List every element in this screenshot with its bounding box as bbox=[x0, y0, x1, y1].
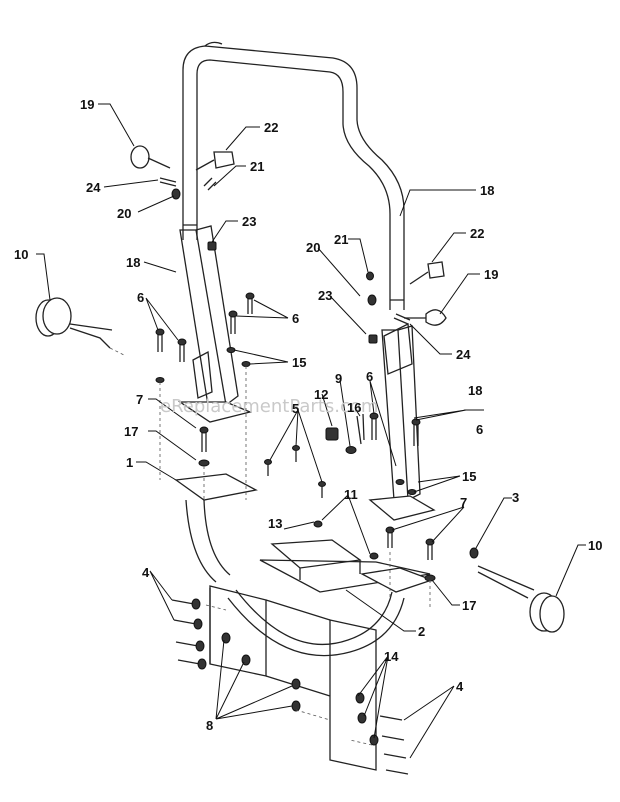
callout-6-right: 6 bbox=[476, 422, 483, 437]
part-11-nuts bbox=[313, 520, 379, 560]
part-24-bolt-left bbox=[159, 177, 177, 187]
callout-9: 9 bbox=[335, 371, 342, 386]
callout-19-right: 19 bbox=[484, 267, 498, 282]
callout-18-left: 18 bbox=[126, 255, 140, 270]
callout-18-right-top: 18 bbox=[480, 183, 494, 198]
callout-19-left: 19 bbox=[80, 97, 94, 112]
callout-14: 14 bbox=[384, 649, 399, 664]
alignment-lines bbox=[159, 366, 431, 746]
callout-23-left: 23 bbox=[242, 214, 256, 229]
callout-8: 8 bbox=[206, 718, 213, 733]
right-upright-post bbox=[368, 322, 436, 521]
callout-15-left: 15 bbox=[292, 355, 306, 370]
callout-21-right: 21 bbox=[334, 232, 348, 247]
callout-11: 11 bbox=[344, 487, 358, 502]
bolts-6-mid bbox=[369, 412, 421, 446]
callout-13: 13 bbox=[268, 516, 282, 531]
callout-15-right: 15 bbox=[462, 469, 476, 484]
part-22-bushing-left bbox=[195, 151, 235, 171]
callout-3: 3 bbox=[512, 490, 519, 505]
part-21-pin-right bbox=[366, 271, 374, 281]
leader-lines bbox=[36, 103, 586, 759]
callout-10-left: 10 bbox=[14, 247, 28, 262]
washers-14 bbox=[355, 692, 379, 746]
callout-1: 1 bbox=[126, 455, 133, 470]
callout-22-left: 22 bbox=[264, 120, 278, 135]
callout-17-right: 17 bbox=[462, 598, 476, 613]
callout-10-right: 10 bbox=[588, 538, 602, 553]
callout-18-right-bottom: 18 bbox=[468, 383, 482, 398]
callout-20-right: 20 bbox=[306, 240, 320, 255]
bolt-7-left bbox=[199, 426, 209, 452]
callout-6-midleft: 6 bbox=[292, 311, 299, 326]
callout-7-left: 7 bbox=[136, 392, 143, 407]
bolt-6-left-c bbox=[228, 310, 238, 334]
part-10-light-right bbox=[529, 592, 565, 633]
callout-4-right: 4 bbox=[456, 679, 464, 694]
rops-hoop bbox=[182, 41, 405, 310]
bolt-6-left-d bbox=[245, 292, 255, 314]
part-19-knob-left bbox=[130, 145, 171, 169]
part-21-pin-left bbox=[203, 177, 217, 191]
callout-6-left: 6 bbox=[137, 290, 144, 305]
watermark: eReplacementParts.com bbox=[160, 396, 378, 417]
callout-5: 5 bbox=[292, 401, 299, 416]
part-19-knob-right bbox=[404, 309, 447, 326]
callouts: 19 22 21 24 20 23 18 10 6 6 15 7 5 17 1 … bbox=[14, 97, 602, 733]
washers-15-right bbox=[395, 479, 417, 495]
callout-12: 12 bbox=[314, 387, 328, 402]
callout-20-left: 20 bbox=[117, 206, 131, 221]
bolts-4-right bbox=[379, 715, 409, 775]
bolts-7-right bbox=[385, 526, 435, 560]
part-10-light-left bbox=[35, 297, 127, 357]
callout-24-left: 24 bbox=[86, 180, 101, 195]
part-12-nut bbox=[325, 427, 339, 441]
callout-22-right: 22 bbox=[470, 226, 484, 241]
callout-4-left: 4 bbox=[142, 565, 150, 580]
part-20-washer-right bbox=[367, 294, 377, 306]
callout-7-right: 7 bbox=[460, 495, 467, 510]
callout-23-right: 23 bbox=[318, 288, 332, 303]
part-24-bolt-right bbox=[393, 313, 411, 325]
washer-17-left bbox=[198, 459, 210, 467]
callout-17-left: 17 bbox=[124, 424, 138, 439]
part-16-clip bbox=[356, 413, 365, 445]
callout-2: 2 bbox=[418, 624, 425, 639]
bolts-4-left bbox=[171, 598, 207, 670]
part-20-washer-left bbox=[171, 188, 181, 200]
callout-16: 16 bbox=[347, 400, 361, 415]
callout-21-left: 21 bbox=[250, 159, 264, 174]
part-22-bushing-right bbox=[409, 261, 445, 285]
part-23-nut-right bbox=[368, 334, 378, 344]
callout-6-mid: 6 bbox=[366, 369, 373, 384]
part-9-washer bbox=[345, 446, 357, 454]
bolt-6-left-b bbox=[177, 338, 187, 362]
callout-24-right: 24 bbox=[456, 347, 471, 362]
part-3-harness bbox=[469, 547, 535, 599]
bolt-6-left-a bbox=[155, 328, 165, 352]
part-23-nut-left bbox=[207, 241, 217, 251]
bolts-5 bbox=[264, 445, 326, 498]
left-upright-post bbox=[177, 225, 253, 423]
